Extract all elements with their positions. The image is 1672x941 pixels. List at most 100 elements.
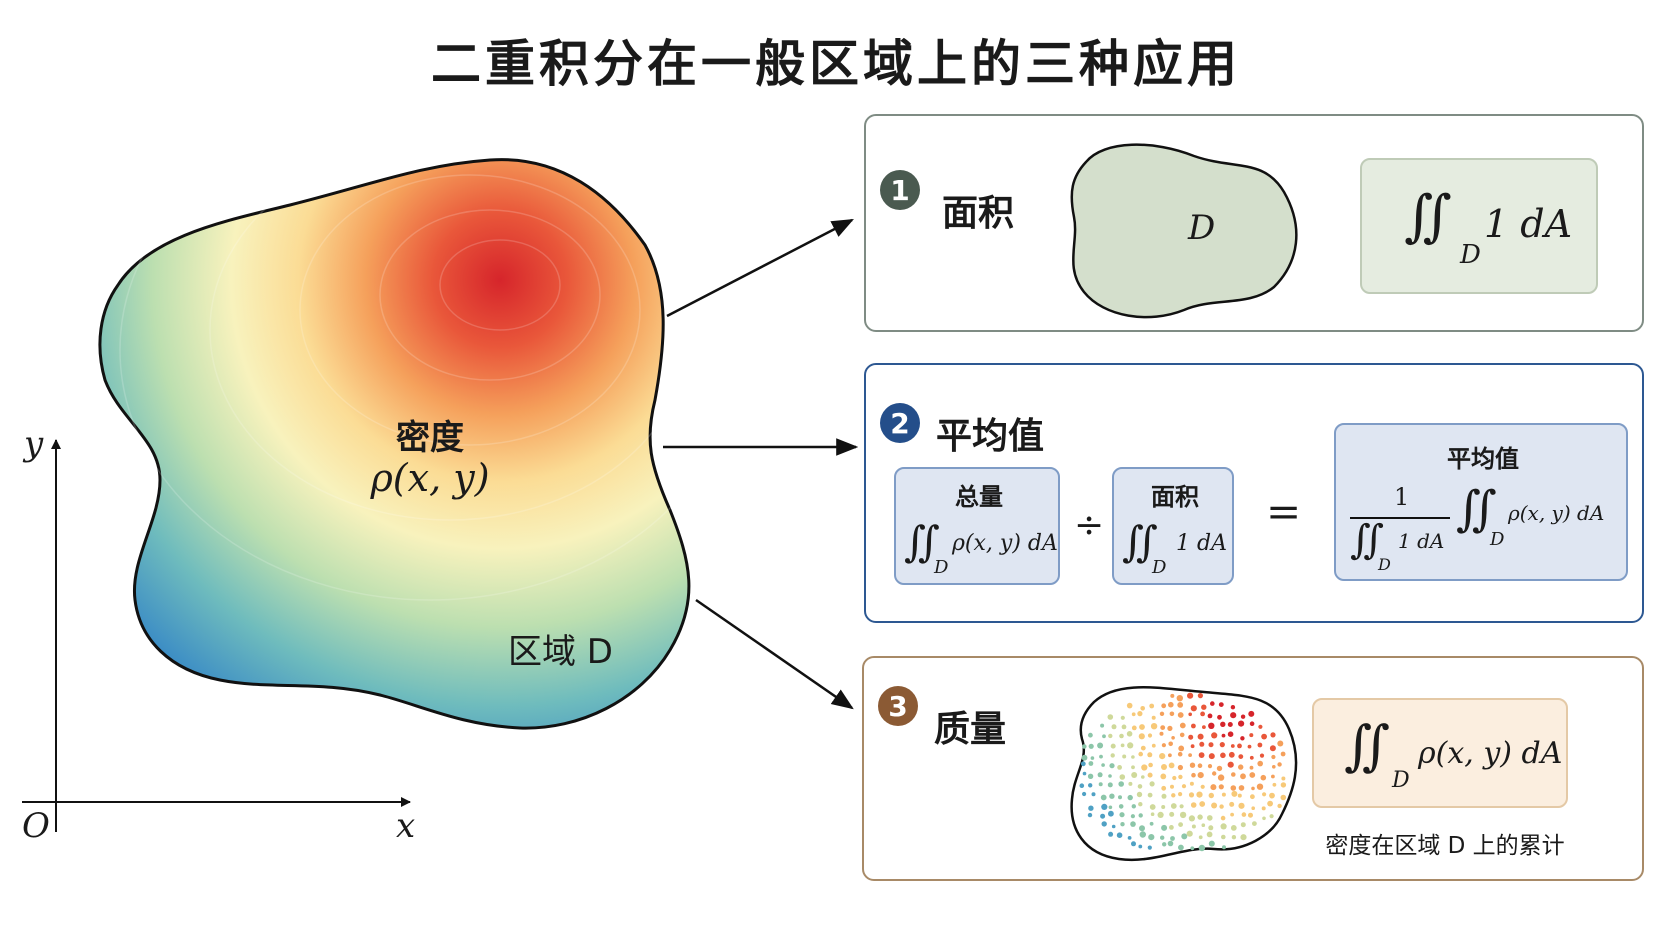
result-numerator: 1 — [1394, 483, 1410, 511]
mass-dot — [1172, 775, 1177, 781]
mass-dot — [1149, 804, 1156, 810]
mass-dot — [1167, 840, 1174, 847]
mass-dot — [1258, 724, 1263, 729]
mass-dot — [1159, 731, 1164, 736]
mass-dot — [1240, 773, 1246, 780]
panel-area: 1 面积 D ∬ D 1 dA — [864, 114, 1644, 332]
fraction-bar — [1350, 517, 1450, 519]
origin-label: O — [22, 806, 50, 846]
mass-dot — [1220, 823, 1227, 830]
mass-dot — [1131, 841, 1136, 847]
mass-dot — [1198, 835, 1203, 840]
panel-average: 2 平均值 总量 ∬ D ρ(x, y) dA ÷ 面积 ∬ D 1 dA = … — [864, 363, 1644, 623]
panel-average-heading: 平均值 — [936, 416, 1045, 457]
mass-dot — [1190, 846, 1195, 851]
mass-dot — [1118, 781, 1124, 787]
mass-dot — [1099, 754, 1103, 759]
mass-dot — [1219, 742, 1225, 748]
mass-dot — [1137, 711, 1143, 717]
mass-dot — [1240, 736, 1245, 741]
mass-dot — [1200, 711, 1205, 717]
mass-dot — [1179, 732, 1185, 738]
mass-dot — [1127, 742, 1134, 749]
mass-dot — [1139, 831, 1146, 838]
mass-dot — [1178, 792, 1183, 797]
area-formula-subscript: D — [1460, 240, 1481, 270]
area-formula-integrand: 1 dA — [1484, 202, 1573, 246]
mass-dot — [1116, 832, 1123, 838]
mass-dot — [1161, 785, 1167, 791]
double-integral-icon: ∬ — [1350, 517, 1385, 563]
mass-dot — [1208, 753, 1215, 760]
mass-dot — [1188, 753, 1192, 757]
mass-dot — [1197, 772, 1204, 779]
mass-dot — [1190, 744, 1195, 749]
page-title: 二重积分在一般区域上的三种应用 — [431, 35, 1241, 93]
mass-dot — [1101, 763, 1105, 767]
mass-dot — [1249, 721, 1255, 726]
mass-dot — [1082, 791, 1087, 797]
mass-dot — [1178, 774, 1183, 780]
mass-dot — [1161, 743, 1166, 748]
mass-dot — [1151, 715, 1156, 720]
average-result-label: 平均值 — [1447, 445, 1519, 473]
area-region-shape — [1070, 143, 1298, 319]
mass-dot — [1216, 765, 1223, 772]
mass-dot — [1238, 764, 1244, 770]
mass-dot — [1111, 724, 1117, 730]
mass-dot — [1088, 761, 1094, 766]
mass-dot — [1108, 774, 1112, 778]
mass-dot — [1100, 813, 1106, 819]
mass-dot — [1126, 731, 1133, 737]
mass-dot — [1170, 803, 1177, 809]
mass-dot — [1230, 705, 1236, 710]
mass-dot — [1091, 792, 1096, 797]
mass-dot — [1110, 743, 1116, 749]
mass-dot — [1220, 815, 1226, 821]
total-subscript: D — [934, 557, 949, 578]
mass-dot — [1160, 773, 1167, 780]
mass-dot — [1189, 781, 1194, 786]
mass-dot — [1177, 764, 1183, 771]
arrow-to-area — [666, 218, 854, 318]
mass-dot — [1101, 821, 1107, 827]
mass-dot — [1087, 812, 1093, 818]
mass-dot — [1127, 836, 1132, 840]
mass-dot — [1110, 753, 1115, 758]
axis-y-label: y — [24, 424, 44, 464]
mass-dot — [1248, 812, 1253, 818]
mass-dot — [1191, 772, 1196, 778]
area-subscript: D — [1152, 557, 1167, 578]
area-box: 面积 ∬ D 1 dA — [1112, 467, 1234, 585]
mass-dot — [1191, 824, 1196, 829]
mass-dot — [1217, 714, 1222, 720]
mass-dot — [1138, 802, 1143, 807]
mass-dot — [1171, 793, 1176, 798]
mass-dot — [1248, 710, 1255, 717]
mass-dot — [1241, 812, 1247, 817]
mass-dot — [1120, 822, 1125, 827]
mass-dot — [1211, 732, 1218, 739]
mass-formula-integrand: ρ(x, y) dA — [1418, 736, 1563, 771]
mass-dot — [1280, 794, 1287, 801]
mass-dot — [1162, 842, 1167, 847]
mass-dot — [1230, 712, 1237, 719]
mass-dot — [1139, 825, 1145, 832]
mass-dot — [1211, 802, 1218, 809]
double-integral-icon: ∬ — [904, 517, 940, 566]
mass-dot — [1169, 711, 1175, 717]
mass-dot — [1269, 814, 1274, 819]
mass-dot — [1108, 831, 1114, 837]
mass-dot — [1247, 744, 1252, 749]
mass-dot — [1157, 811, 1164, 818]
density-formula: ρ(x, y) — [370, 456, 490, 500]
mass-dot — [1177, 712, 1184, 718]
mass-dot — [1161, 703, 1167, 709]
mass-dot — [1178, 844, 1184, 851]
mass-dot — [1231, 835, 1237, 840]
mass-dot — [1210, 784, 1217, 791]
mass-formula-box: ∬ D ρ(x, y) dA — [1312, 698, 1568, 808]
mass-dot — [1179, 811, 1187, 819]
mass-dot — [1277, 762, 1282, 767]
panel-mass-heading: 质量 — [934, 709, 1007, 750]
